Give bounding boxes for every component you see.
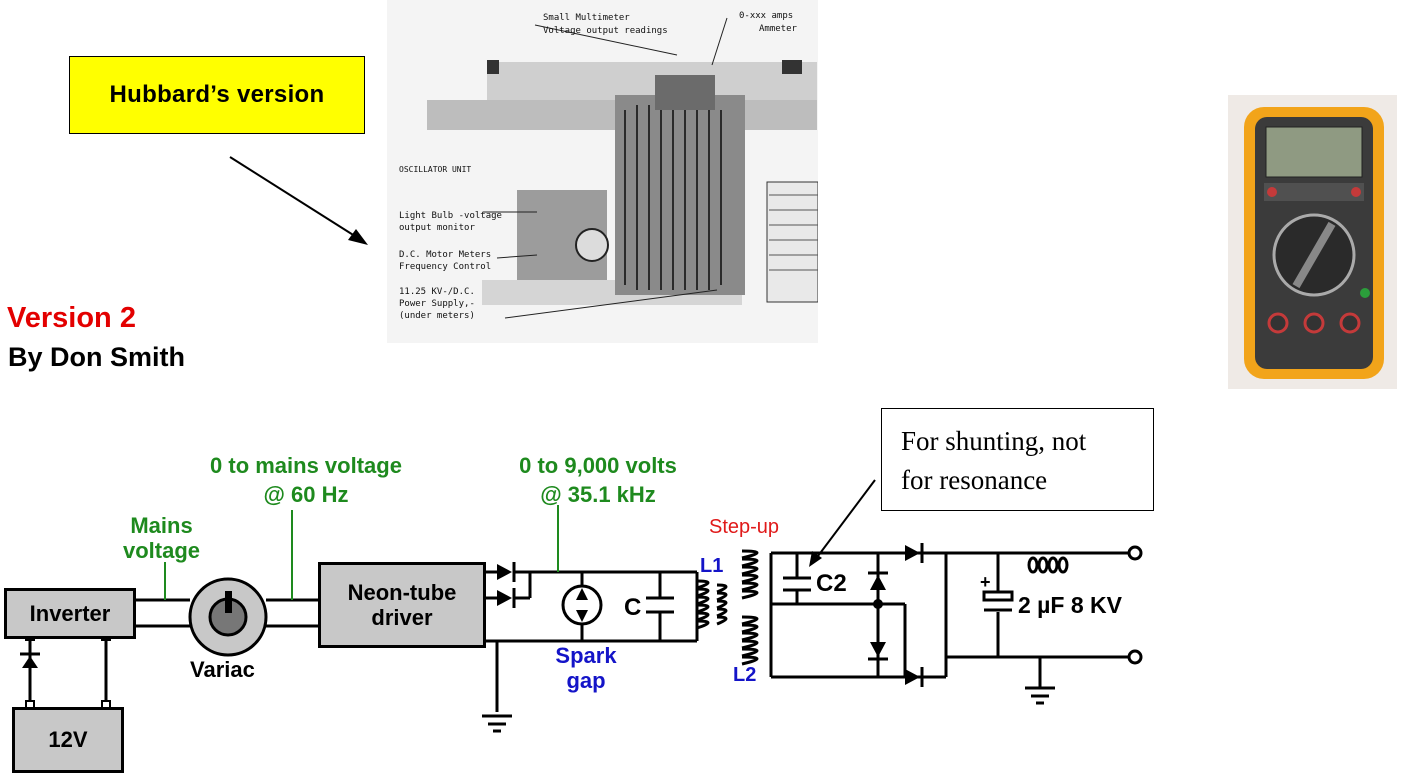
hubbard-callout: Hubbard’s version (69, 56, 365, 134)
variac-output-label: 0 to mains voltage @ 60 Hz (184, 451, 428, 509)
svg-text:+: + (980, 572, 991, 592)
photo-label-oscillator: OSCILLATOR UNIT (399, 165, 471, 174)
photo-label-supply-3: (under meters) (399, 311, 475, 321)
multimeter-photo (1228, 95, 1397, 389)
photo-label-multimeter: Small Multimeter (543, 13, 630, 23)
driver-out-line2: @ 35.1 kHz (540, 482, 656, 507)
mains-voltage-label: Mains voltage (123, 513, 200, 563)
mains-line2: voltage (123, 538, 201, 563)
inverter-box: Inverter (4, 588, 136, 639)
resonance-note-line1: For shunting, not (901, 426, 1087, 456)
mains-line1: Mains (130, 513, 193, 538)
neon-driver-box: Neon-tube driver (318, 562, 486, 648)
step-up-label: Step-up (709, 516, 780, 538)
photo-label-amps: 0-xxx amps (739, 11, 793, 21)
photo-label-supply-2: Power Supply,- (399, 299, 475, 309)
battery-box: 12V (12, 707, 124, 773)
neon-driver-label-2: driver (371, 605, 433, 630)
spark-line2: gap (566, 668, 606, 693)
variac-label: Variac (190, 657, 255, 682)
photo-label-freq-control: Frequency Control (399, 262, 491, 272)
photo-label-light-bulb: Light Bulb -voltage (399, 211, 502, 221)
variac-out-line1: 0 to mains voltage (210, 453, 402, 478)
photo-label-supply-1: 11.25 KV-/D.C. (399, 287, 475, 297)
photo-label-ammeter: Ammeter (759, 24, 798, 34)
spark-line1: Spark (555, 643, 617, 668)
photo-label-voltage: Voltage output readings (543, 26, 668, 36)
spark-gap-label: Spark gap (546, 643, 626, 693)
variac-out-line2: @ 60 Hz (263, 482, 349, 507)
l2-label: L2 (733, 664, 757, 686)
version-title: Version 2 (7, 302, 136, 334)
l1-label: L1 (700, 555, 724, 577)
capacitor-c-label: C (624, 594, 642, 621)
driver-output-label: 0 to 9,000 volts @ 35.1 kHz (498, 451, 698, 509)
resonance-note: For shunting, not for resonance (881, 408, 1154, 511)
c2-label: C2 (816, 570, 847, 597)
byline: By Don Smith (8, 342, 186, 372)
inverter-label: Inverter (29, 600, 111, 626)
resonance-note-line2: for resonance (901, 465, 1048, 495)
battery-label: 12V (48, 727, 88, 752)
output-capacitor-label: 2 µF 8 KV (1018, 592, 1123, 618)
driver-out-line1: 0 to 9,000 volts (519, 453, 677, 478)
photo-label-dc-motor: D.C. Motor Meters (399, 250, 491, 260)
hubbard-device-photo: Small Multimeter Voltage output readings… (387, 0, 818, 343)
hubbard-callout-text: Hubbard’s version (109, 81, 325, 108)
photo-label-output-monitor: output monitor (399, 223, 475, 233)
neon-driver-label-1: Neon-tube (347, 580, 457, 605)
variac-icon (188, 577, 268, 657)
